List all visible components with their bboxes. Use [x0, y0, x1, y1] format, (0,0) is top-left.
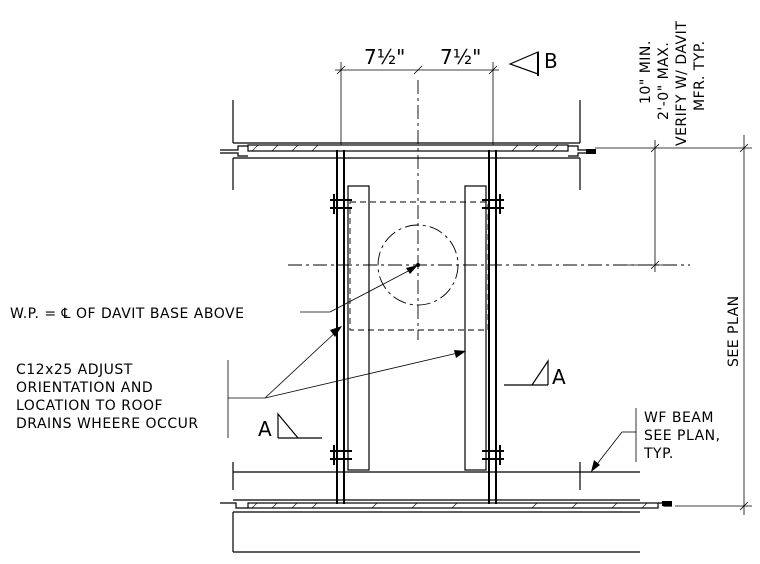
bolt-bottom-left	[330, 445, 352, 465]
channel-note: C12x25 ADJUST ORIENTATION AND LOCATION T…	[16, 326, 466, 438]
wf-beam-note-line-2: SEE PLAN,	[644, 428, 721, 444]
bolt-top-left	[330, 194, 352, 214]
top-dimension: 7½" 7½"	[335, 45, 499, 145]
top-flange-hatch	[251, 144, 559, 152]
section-marker-label: B	[544, 49, 558, 73]
dim-vertical-2: 2'-0" MAX.	[656, 42, 672, 120]
bolt-top-right	[482, 194, 504, 214]
wf-beam-note-line-3: TYP.	[643, 446, 674, 462]
wf-beam-note-line-1: WF BEAM	[644, 410, 714, 426]
channel-note-line-2: ORIENTATION AND	[16, 380, 153, 396]
right-vertical-dimension	[595, 140, 670, 272]
wf-beam-note: WF BEAM SEE PLAN, TYP.	[591, 408, 721, 472]
section-marker-b: B	[508, 49, 558, 76]
dim-vertical-4: MFR. TYP.	[692, 40, 708, 111]
dim-left-width: 7½"	[364, 45, 405, 69]
weld-left-label: A	[258, 417, 272, 441]
top-wf-beam	[220, 100, 596, 190]
dim-right-width: 7½"	[440, 45, 481, 69]
bottom-flange-hatch	[251, 502, 648, 509]
vertical-dimension-text: 10" MIN. 2'-0" MAX. VERIFY W/ DAVIT MFR.…	[638, 21, 708, 146]
davit-base-plate-hidden	[349, 201, 489, 331]
wp-note-text: W.P. = ℄ OF DAVIT BASE ABOVE	[10, 306, 244, 322]
bolt-bottom-right	[482, 445, 504, 465]
dim-vertical-1: 10" MIN.	[638, 40, 654, 104]
weld-right-label: A	[552, 365, 566, 389]
see-plan-label: SEE PLAN	[726, 295, 742, 367]
channel-note-line-4: DRAINS WHEERE OCCUR	[16, 416, 199, 432]
weld-symbol-right: A	[504, 359, 566, 389]
wp-note: W.P. = ℄ OF DAVIT BASE ABOVE	[10, 265, 418, 322]
bottom-wf-beam	[220, 462, 672, 553]
dim-vertical-3: VERIFY W/ DAVIT	[674, 21, 690, 146]
see-plan-dimension: SEE PLAN	[670, 135, 752, 515]
bolts	[330, 194, 504, 465]
weld-symbol-left: A	[258, 412, 322, 441]
channel-note-line-1: C12x25 ADJUST	[16, 362, 133, 378]
channel-note-line-3: LOCATION TO ROOF	[16, 398, 163, 414]
